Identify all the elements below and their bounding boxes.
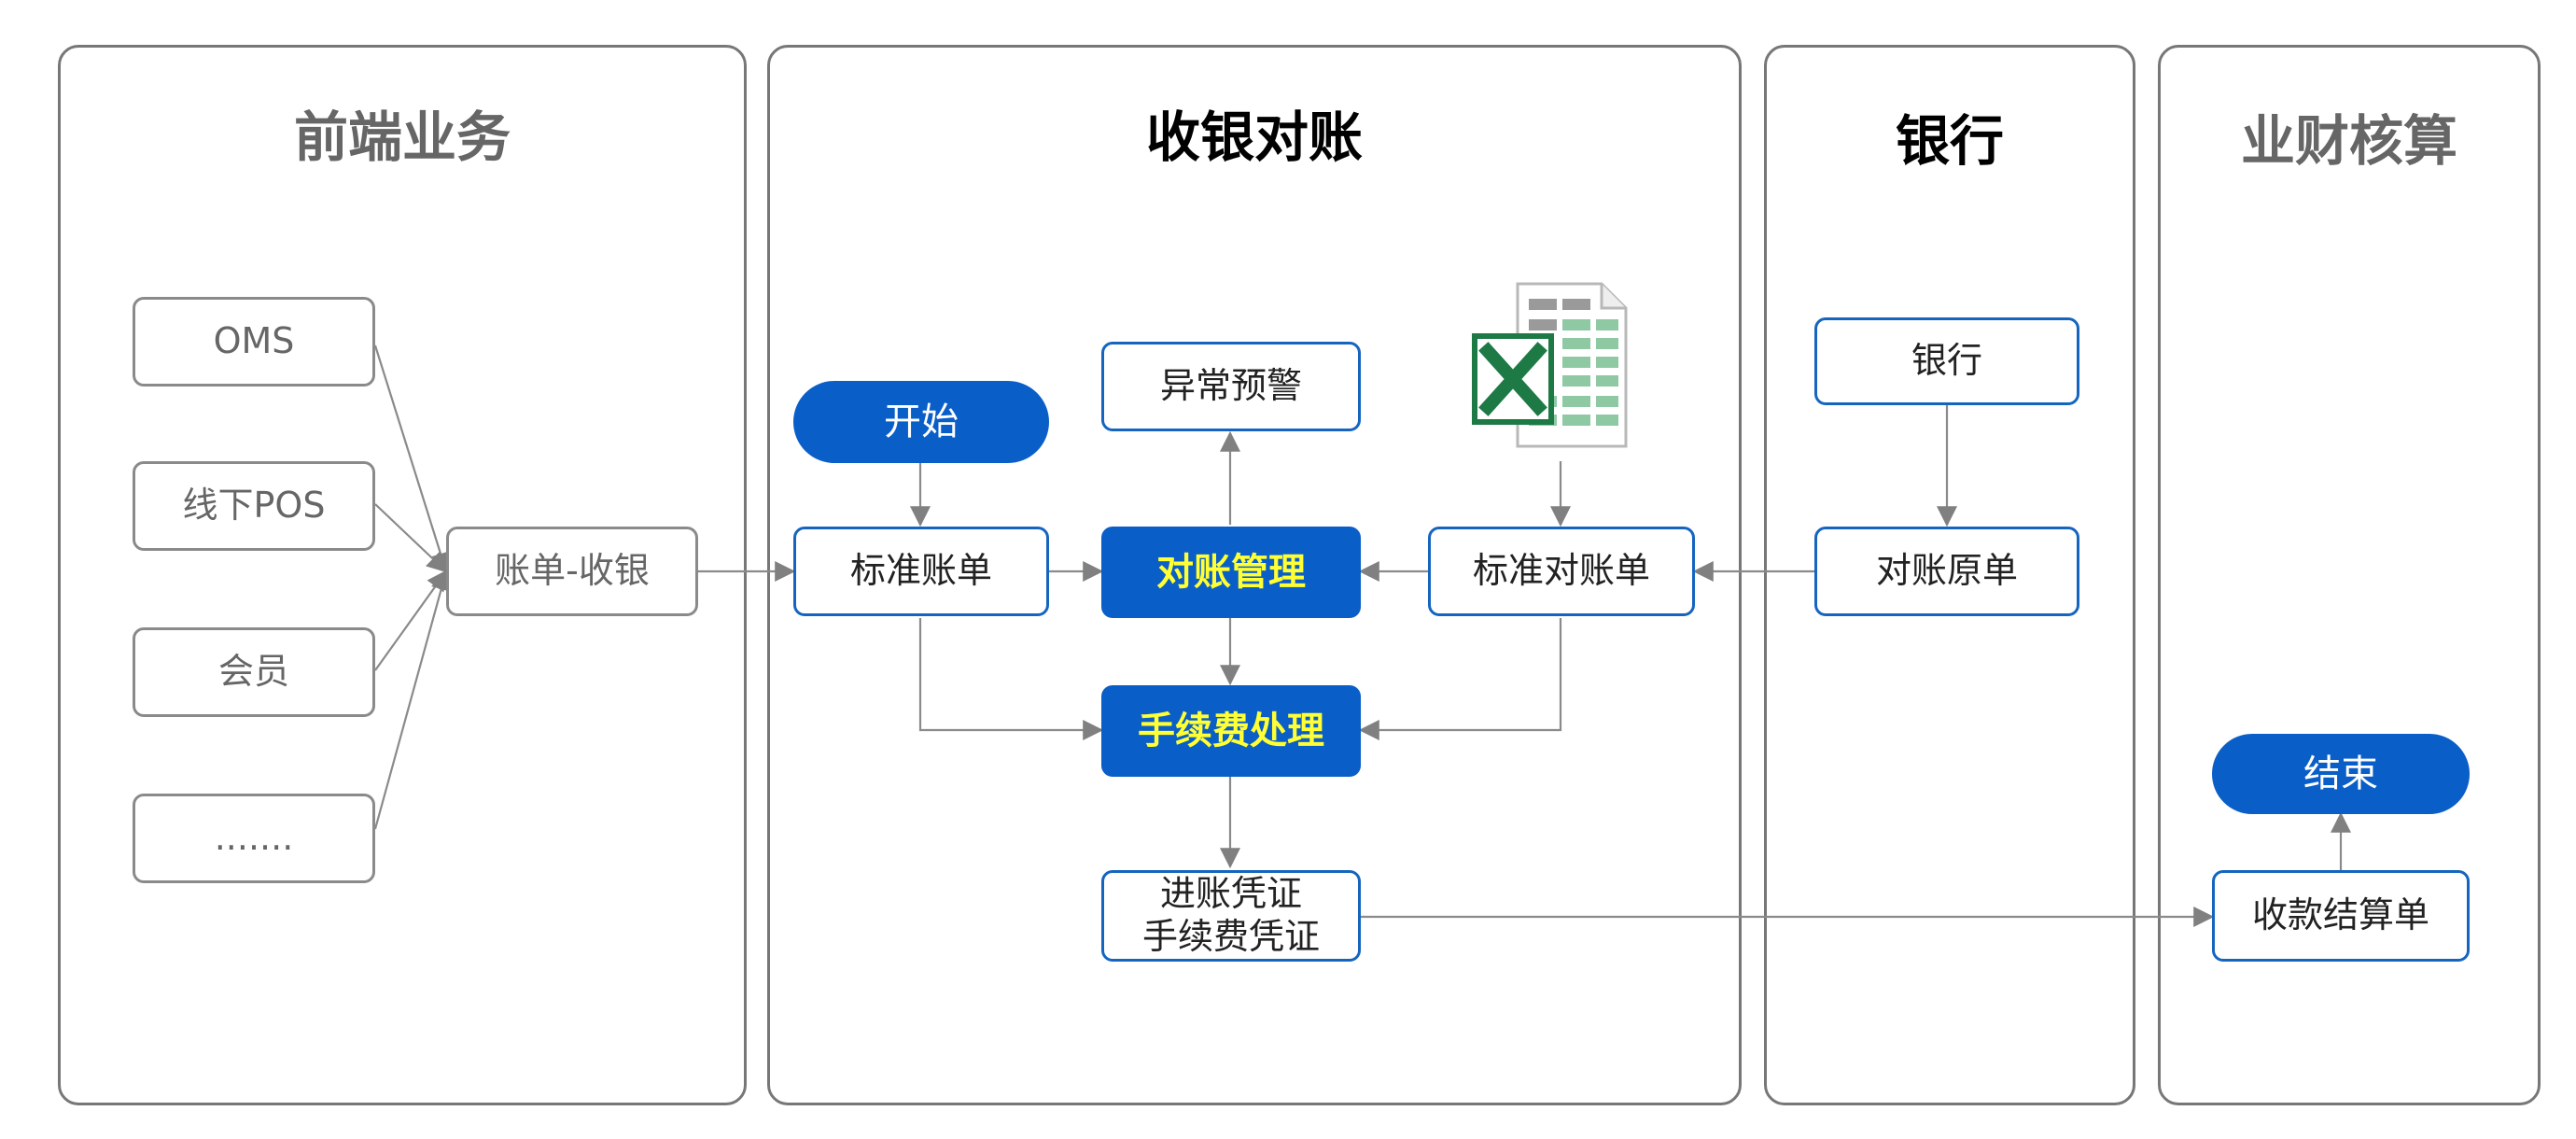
node-exception-alert[interactable]: 异常预警 [1101,342,1361,431]
node-more[interactable]: ....... [133,794,375,883]
node-receipt-settlement[interactable]: 收款结算单 [2212,870,2470,962]
link-oms-bill [373,345,451,574]
node-oms[interactable]: OMS [133,297,375,387]
node-fee-processing[interactable]: 手续费处理 [1101,685,1361,777]
node-bill-cashier[interactable]: 账单-收银 [446,527,698,616]
node-start[interactable]: 开始 [793,381,1049,463]
link-pos-bill [374,503,448,573]
link-member-bill [374,570,448,671]
voucher-line-income: 进账凭证 [1159,873,1302,915]
node-bank[interactable]: 银行 [1814,317,2079,405]
link-more-bill [373,569,452,830]
link-stdbill-fee [918,618,1104,740]
lane-title-finance: 业财核算 [2240,109,2457,173]
node-vouchers[interactable]: 进账凭证 手续费凭证 [1101,870,1361,962]
node-end[interactable]: 结束 [2212,734,2470,814]
node-original-recon[interactable]: 对账原单 [1814,527,2079,616]
lane-title-recon: 收银对账 [1145,105,1363,169]
voucher-line-fee: 手续费凭证 [1141,916,1320,957]
node-member[interactable]: 会员 [133,627,375,717]
lane-title-bank: 银行 [1895,109,2004,173]
link-stdrecon-fee [1358,618,1562,740]
node-standard-recon[interactable]: 标准对账单 [1428,527,1695,616]
lane-title-front: 前端业务 [293,105,511,169]
excel-file-icon [1472,282,1628,448]
node-recon-management[interactable]: 对账管理 [1101,527,1361,618]
node-offline-pos[interactable]: 线下POS [133,461,375,551]
node-standard-bill[interactable]: 标准账单 [793,527,1049,616]
